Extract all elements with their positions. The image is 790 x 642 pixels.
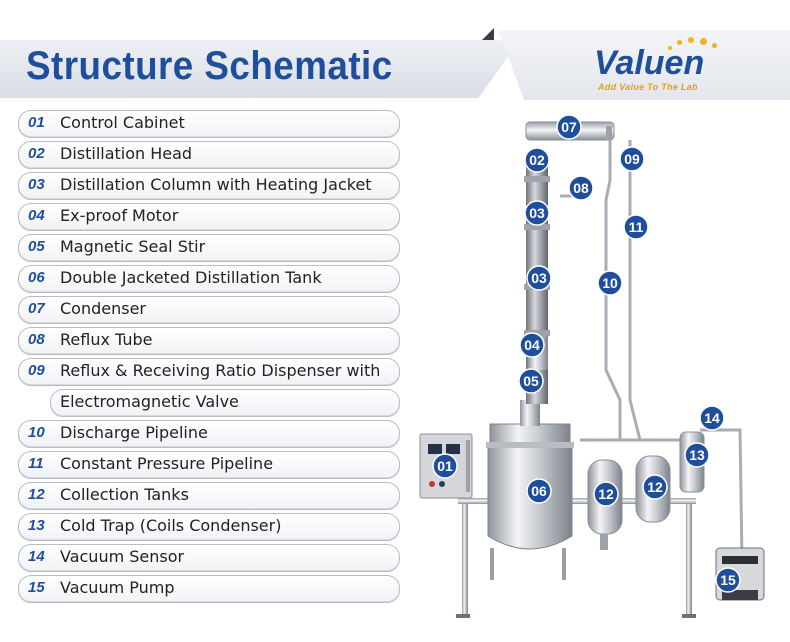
item-number: 14 (28, 548, 45, 565)
item-label: Vacuum Pump (60, 578, 175, 597)
list-item: 05 Magnetic Seal Stir (18, 232, 400, 262)
equipment-diagram: 01 02 03 03 04 05 06 07 08 09 10 11 12 1… (419, 114, 765, 618)
item-number: 15 (28, 579, 45, 596)
list-item: 04 Ex-proof Motor (18, 201, 400, 231)
list-item: 03 Distillation Column with Heating Jacke… (18, 170, 400, 200)
item-label: Reflux & Receiving Ratio Dispenser with (60, 361, 381, 380)
item-number: 04 (28, 207, 45, 224)
marker-02: 02 (524, 147, 550, 173)
marker-06: 06 (526, 478, 552, 504)
marker-09: 09 (619, 146, 645, 172)
item-label: Cold Trap (Coils Condenser) (60, 516, 282, 535)
item-label: Discharge Pipeline (60, 423, 208, 442)
list-item: 11 Constant Pressure Pipeline (18, 449, 400, 479)
item-label: Collection Tanks (60, 485, 189, 504)
marker-12-left: 12 (593, 481, 619, 507)
marker-03-lower: 03 (526, 265, 552, 291)
list-item: 10 Discharge Pipeline (18, 418, 400, 448)
item-label: Control Cabinet (60, 113, 185, 132)
svg-text:05: 05 (523, 373, 539, 389)
svg-text:12: 12 (647, 479, 663, 495)
distillation-tank (486, 400, 574, 550)
item-number: 07 (28, 300, 45, 317)
list-item: 13 Cold Trap (Coils Condenser) (18, 511, 400, 541)
component-list: 01 Control Cabinet 02 Distillation Head 03… (18, 108, 400, 604)
svg-text:12: 12 (598, 486, 614, 502)
logo-banner (498, 30, 790, 100)
list-item: 14 Vacuum Sensor (18, 542, 400, 572)
svg-text:01: 01 (437, 458, 453, 474)
logo-wordmark: Valuen (594, 44, 705, 82)
item-number: 02 (28, 145, 45, 162)
marker-14: 14 (699, 405, 725, 431)
marker-12-right: 12 (642, 474, 668, 500)
marker-04: 04 (519, 332, 545, 358)
item-label: Reflux Tube (60, 330, 153, 349)
item-number: 01 (28, 114, 45, 131)
list-item: 08 Reflux Tube (18, 325, 400, 355)
header-corner-triangle (480, 28, 494, 42)
marker-07: 07 (556, 114, 582, 140)
svg-text:08: 08 (573, 180, 589, 196)
item-label: Magnetic Seal Stir (60, 237, 206, 256)
svg-text:15: 15 (720, 572, 736, 588)
list-item-continuation: Electromagnetic Valve (18, 387, 400, 417)
svg-text:09: 09 (624, 151, 640, 167)
list-item: 12 Collection Tanks (18, 480, 400, 510)
item-number: 09 (28, 362, 45, 379)
item-label: Constant Pressure Pipeline (60, 454, 274, 473)
item-number: 08 (28, 331, 45, 348)
svg-text:07: 07 (561, 119, 577, 135)
item-number: 13 (28, 517, 45, 534)
item-label: Condenser (60, 299, 146, 318)
list-item: 01 Control Cabinet (18, 108, 400, 138)
support-frame (456, 498, 696, 618)
logo-tagline: Add Value To The Lab (598, 82, 698, 92)
list-item: 06 Double Jacketed Distillation Tank (18, 263, 400, 293)
marker-13: 13 (684, 442, 710, 468)
item-label: Vacuum Sensor (60, 547, 185, 566)
marker-05: 05 (518, 368, 544, 394)
marker-08: 08 (568, 175, 594, 201)
svg-text:14: 14 (704, 410, 720, 426)
svg-text:11: 11 (629, 219, 644, 235)
item-number: 10 (28, 424, 45, 441)
title-banner (0, 40, 520, 98)
item-number: 06 (28, 269, 45, 286)
svg-text:04: 04 (524, 337, 540, 353)
item-number: 12 (28, 486, 45, 503)
svg-text:06: 06 (531, 483, 547, 499)
item-number: 05 (28, 238, 45, 255)
svg-text:03: 03 (529, 205, 545, 221)
list-item: 15 Vacuum Pump (18, 573, 400, 603)
marker-03-upper: 03 (524, 200, 550, 226)
item-label: Distillation Head (60, 144, 193, 163)
list-item: 07 Condenser (18, 294, 400, 324)
item-number: 03 (28, 176, 45, 193)
marker-11: 11 (623, 214, 649, 240)
item-label: Double Jacketed Distillation Tank (60, 268, 322, 287)
svg-text:03: 03 (531, 270, 547, 286)
list-item: 02 Distillation Head (18, 139, 400, 169)
list-item: 09 Reflux & Receiving Ratio Dispenser wit… (18, 356, 400, 386)
item-label: Distillation Column with Heating Jacket (60, 175, 372, 194)
svg-text:02: 02 (529, 152, 545, 168)
item-label: Electromagnetic Valve (60, 392, 239, 411)
marker-15: 15 (715, 567, 741, 593)
svg-text:10: 10 (602, 275, 618, 291)
page-title: Structure Schematic (26, 44, 393, 88)
marker-01: 01 (432, 453, 458, 479)
item-number: 11 (28, 455, 44, 472)
marker-10: 10 (597, 270, 623, 296)
item-label: Ex-proof Motor (60, 206, 179, 225)
svg-text:13: 13 (689, 447, 705, 463)
